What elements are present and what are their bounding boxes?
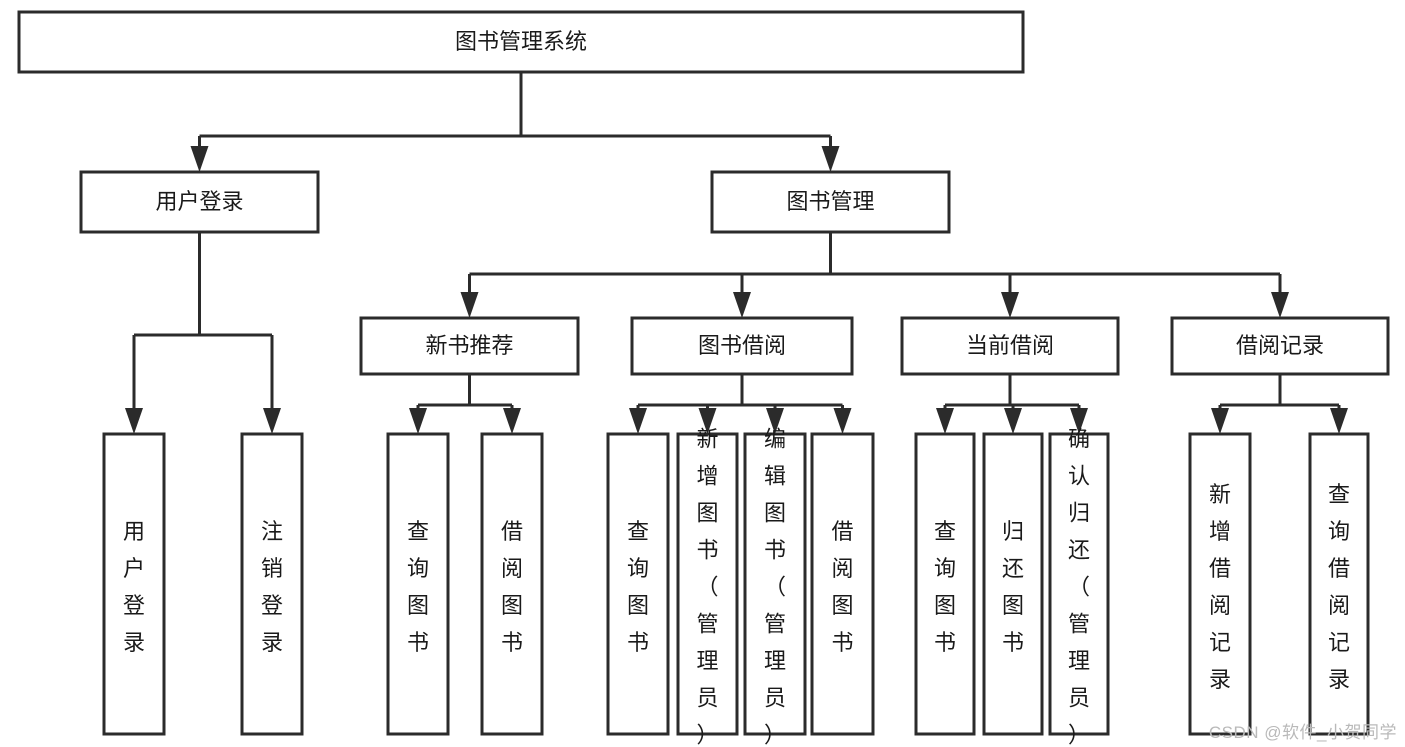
leaf-query-record-box [1308,432,1370,736]
node-root-box [17,10,1025,74]
leaf-query-book-2-box [606,432,670,736]
watermark-text: CSDN @软件_小贺同学 [1208,723,1397,742]
node-new-book-rec-box [359,316,580,376]
node-borrow-record[interactable]: 借阅记录 [1170,316,1390,376]
leaf-add-record-label: 新增借阅记录 [1209,482,1231,692]
leaf-query-book-3-label: 查询图书 [934,519,956,655]
leaf-return-book-label: 归还图书 [1002,519,1024,655]
node-book-manage-box [710,170,951,234]
node-book-borrow-box [630,316,854,376]
leaf-borrow-book-1-box [480,432,544,736]
leaf-query-record[interactable]: 查询借阅记录 [1308,432,1370,736]
leaf-add-book[interactable]: 新增图书（管理员） [676,426,739,747]
leaf-add-book-label: 新增图书（管理员） [696,426,718,747]
edge-newbookrec-leaf-0-arrowhead [409,408,427,434]
leaf-borrow-book-1-label: 借阅图书 [501,519,523,655]
node-book-manage-label: 图书管理 [786,189,874,214]
leaf-query-book-1[interactable]: 查询图书 [386,432,450,736]
node-borrow-record-label: 借阅记录 [1236,333,1324,358]
edge-root-to-l1-1-arrowhead [821,146,840,172]
leaf-user-login[interactable]: 用户登录 [102,432,166,736]
node-new-book-rec-label: 新书推荐 [425,333,513,358]
leaf-add-record[interactable]: 新增借阅记录 [1188,432,1252,736]
leaf-confirm-return-box [1048,432,1110,736]
leaf-logout-box [240,432,304,736]
leaf-query-book-3[interactable]: 查询图书 [914,432,976,736]
leaf-query-book-1-box [386,432,450,736]
node-root-label: 图书管理系统 [455,29,587,54]
leaf-query-book-2[interactable]: 查询图书 [606,432,670,736]
node-current-borrow[interactable]: 当前借阅 [900,316,1120,376]
node-user-login-box [79,170,320,234]
leaf-edit-book-box [743,432,807,736]
edge-newbookrec-leaf-1-arrowhead [503,408,521,434]
node-root[interactable]: 图书管理系统 [17,10,1025,74]
edge-currentborrow-leaf-1-arrowhead [1004,408,1022,434]
leaf-return-book-box [982,432,1044,736]
edge-bookborrow-leaf-3-arrowhead [833,408,852,434]
edge-bookborrow-leaf-2-arrowhead [766,408,784,434]
leaf-query-record-label: 查询借阅记录 [1328,482,1350,692]
node-book-borrow[interactable]: 图书借阅 [630,316,854,376]
leaf-add-book-box [676,432,739,736]
leaf-add-record-box [1188,432,1252,736]
edge-root-to-l1-0-arrowhead [190,146,209,172]
edge-layer [125,72,1348,434]
leaf-borrow-book-2-label: 借阅图书 [831,519,853,655]
leaf-confirm-return[interactable]: 确认归还（管理员） [1048,426,1110,747]
edge-userlogin-leaf-0-arrowhead [125,408,143,434]
leaf-borrow-book-2-box [810,432,875,736]
leaf-edit-book-label: 编辑图书（管理员） [764,426,786,747]
leaf-borrow-book-1[interactable]: 借阅图书 [480,432,544,736]
node-current-borrow-box [900,316,1120,376]
edge-userlogin-leaf-1-arrowhead [263,408,281,434]
edge-borrowrecord-leaf-1-arrowhead [1330,408,1348,434]
leaf-logout[interactable]: 注销登录 [240,432,304,736]
edge-bookborrow-leaf-0-arrowhead [629,408,647,434]
node-layer: 图书管理系统用户登录图书管理新书推荐图书借阅当前借阅借阅记录用户登录注销登录查询… [17,10,1390,747]
leaf-query-book-3-box [914,432,976,736]
node-user-login[interactable]: 用户登录 [79,170,320,234]
leaf-user-login-box [102,432,166,736]
edge-bookmanage-l2-1-arrowhead [733,292,751,318]
edge-bookmanage-l2-0-arrowhead [460,292,479,318]
leaf-user-login-label: 用户登录 [123,519,145,655]
leaf-query-book-1-label: 查询图书 [407,519,429,655]
node-current-borrow-label: 当前借阅 [966,333,1054,358]
node-new-book-rec[interactable]: 新书推荐 [359,316,580,376]
leaf-confirm-return-label: 确认归还（管理员） [1068,426,1090,747]
leaf-query-book-2-label: 查询图书 [627,519,649,655]
edge-currentborrow-leaf-0-arrowhead [936,408,954,434]
leaf-return-book[interactable]: 归还图书 [982,432,1044,736]
edge-bookborrow-leaf-1-arrowhead [698,408,717,434]
edge-borrowrecord-leaf-0-arrowhead [1211,408,1229,434]
edge-bookmanage-l2-2-arrowhead [1001,292,1019,318]
leaf-borrow-book-2[interactable]: 借阅图书 [810,432,875,736]
node-user-login-label: 用户登录 [155,189,243,214]
leaf-logout-label: 注销登录 [261,519,283,655]
edge-currentborrow-leaf-2-arrowhead [1070,408,1088,434]
leaf-edit-book[interactable]: 编辑图书（管理员） [743,426,807,747]
node-book-borrow-label: 图书借阅 [698,333,786,358]
edge-bookmanage-l2-3-arrowhead [1271,292,1289,318]
node-book-manage[interactable]: 图书管理 [710,170,951,234]
node-borrow-record-box [1170,316,1390,376]
